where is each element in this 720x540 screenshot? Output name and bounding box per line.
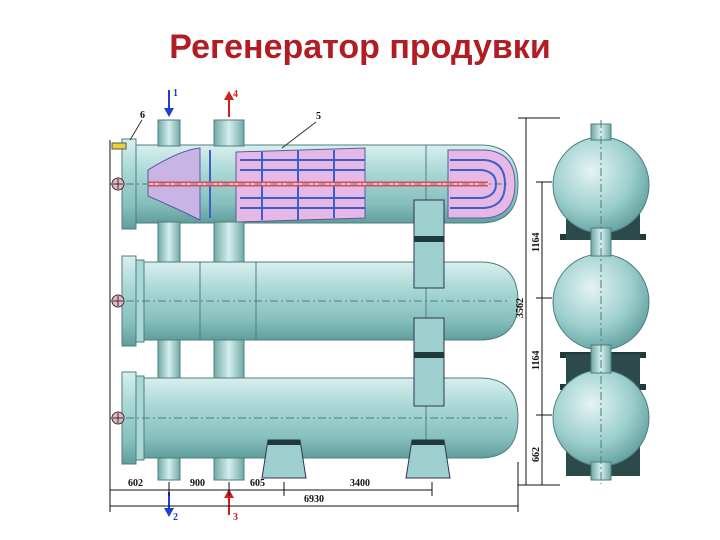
- axis-markers: [111, 177, 125, 425]
- outlet-arrow-4: [224, 91, 234, 117]
- support-saddles: [261, 199, 451, 479]
- dim-1164-upper: 1164: [531, 233, 542, 252]
- callout-3: 3: [233, 512, 238, 523]
- inlet-arrow-1: [164, 90, 174, 117]
- callout-5: 5: [316, 111, 321, 122]
- callout-2: 2: [173, 512, 178, 523]
- connecting-nozzles: [157, 119, 245, 481]
- dim-3400: 3400: [350, 478, 370, 489]
- shell-upper-cutaway: [110, 138, 519, 230]
- page-title: Регенератор продувки: [169, 28, 551, 66]
- shell-lower: [110, 371, 519, 465]
- end-view: [552, 120, 650, 484]
- dimension-lines-bottom: [109, 140, 519, 512]
- leader-6: [129, 119, 143, 141]
- dim-605: 605: [250, 478, 265, 489]
- dim-602: 602: [128, 478, 143, 489]
- callout-4: 4: [233, 89, 238, 100]
- shell-middle: [110, 255, 519, 347]
- dim-6930: 6930: [304, 494, 324, 505]
- dim-1164-lower: 1164: [531, 351, 542, 370]
- callout-1: 1: [173, 88, 178, 99]
- dim-662: 662: [531, 447, 542, 462]
- dim-900: 900: [190, 478, 205, 489]
- leader-5: [281, 121, 317, 149]
- dimension-lines-right: [518, 117, 560, 486]
- dim-3562: 3562: [515, 298, 526, 318]
- fitting-6: [111, 142, 127, 150]
- callout-6: 6: [140, 110, 145, 121]
